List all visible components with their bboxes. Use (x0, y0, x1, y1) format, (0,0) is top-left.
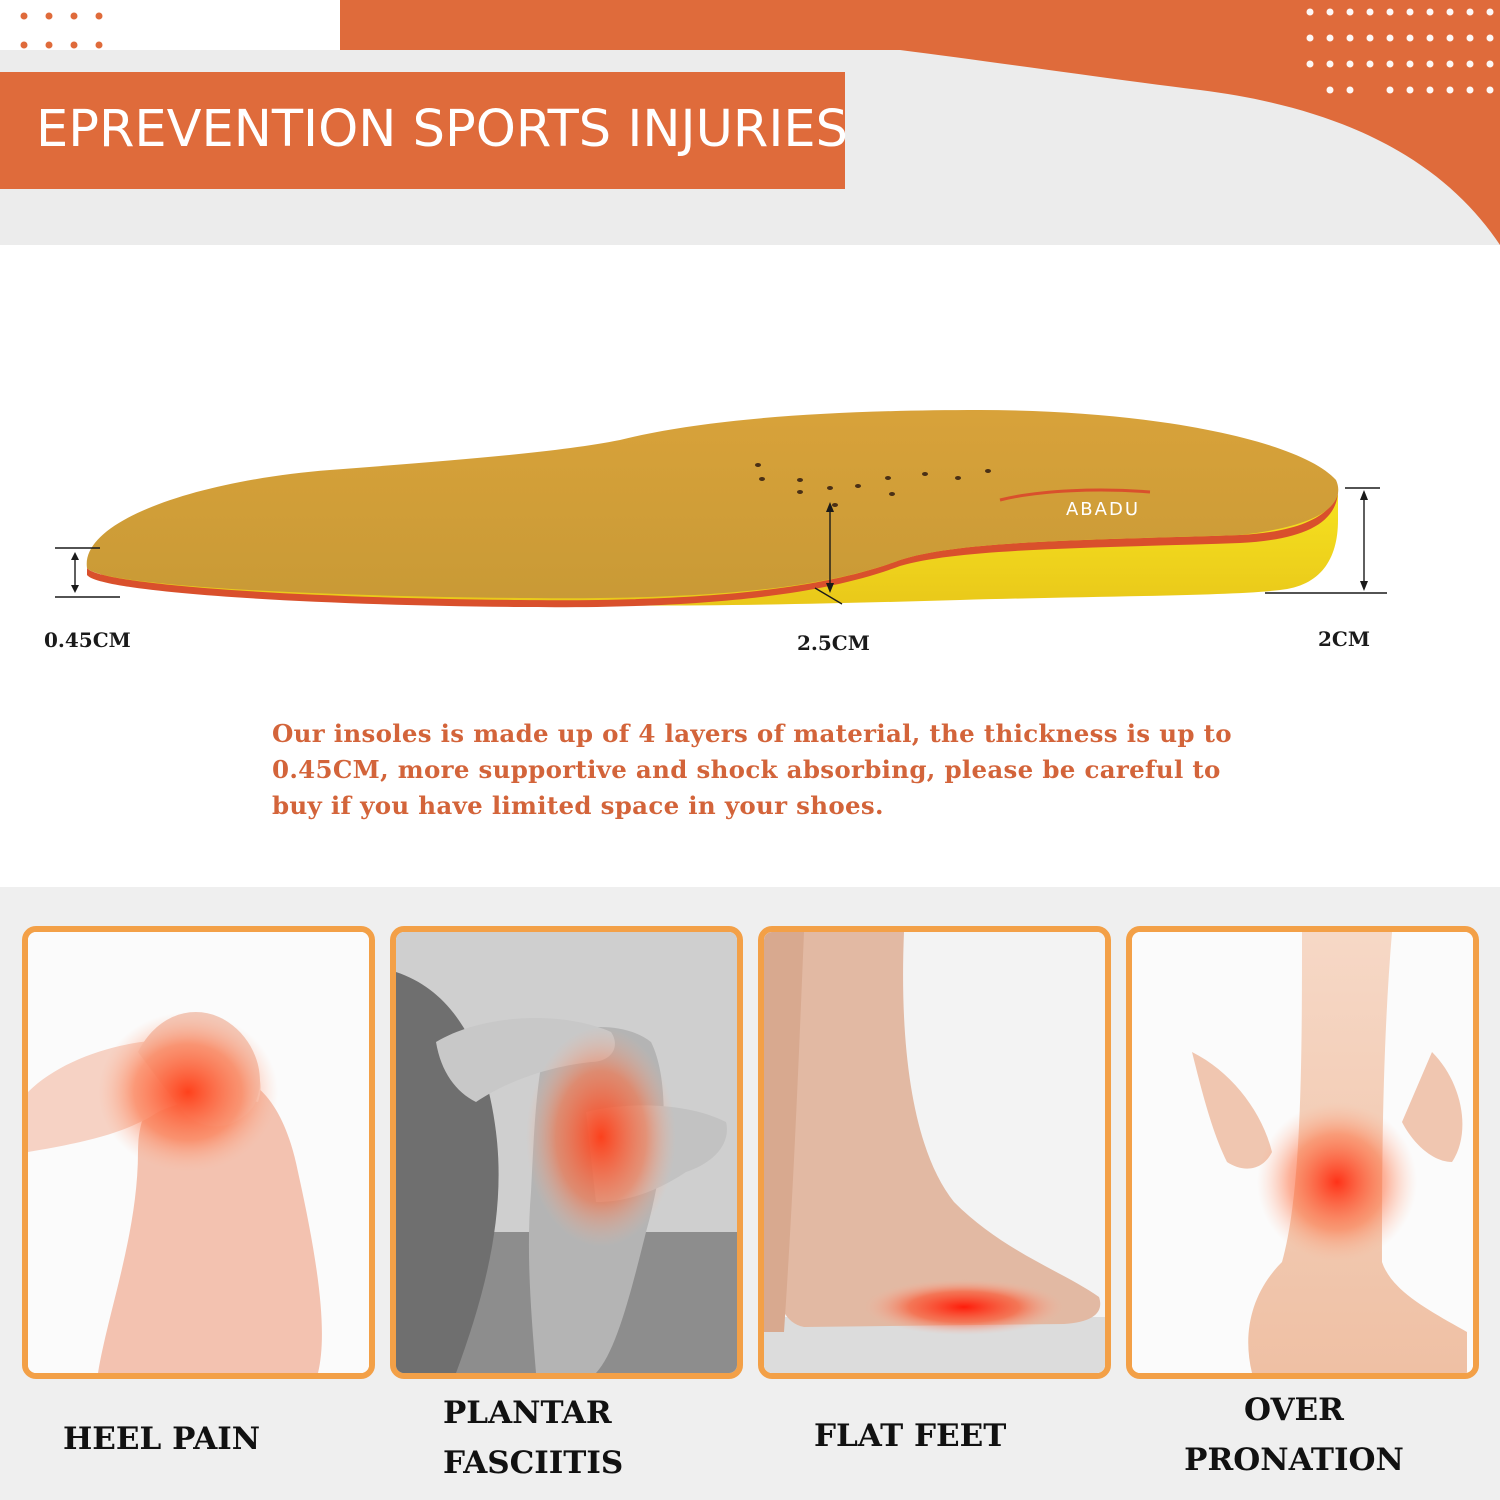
flat-feet-illustration (764, 932, 1105, 1373)
header-swoosh-decoration (900, 50, 1500, 245)
title-banner (0, 72, 845, 189)
insole-brand-logo: ABADU (1030, 499, 1140, 525)
condition-card-over-pronation (1126, 926, 1479, 1379)
toe-thickness-label: 0.45CM (44, 628, 131, 652)
condition-label-flat-feet: FLAT FEET (814, 1418, 1007, 1454)
page-title: EPREVENTION SPORTS INJURIES (36, 100, 848, 159)
condition-card-heel-pain (22, 926, 375, 1379)
over-pronation-illustration (1132, 932, 1473, 1373)
condition-label-plantar-fasciitis: PLANTAR FASCIITIS (443, 1388, 623, 1488)
heel-pain-illustration (28, 932, 369, 1373)
pronation-label-line1: OVER (1244, 1392, 1344, 1428)
plantar-label-line2: FASCIITIS (443, 1445, 624, 1481)
pronation-label-line2: PRONATION (1184, 1442, 1404, 1478)
insole-product-image (0, 245, 1500, 669)
plantar-fasciitis-illustration (396, 932, 737, 1373)
arch-height-label: 2.5CM (797, 631, 870, 655)
plantar-label-line1: PLANTAR (443, 1395, 612, 1431)
condition-label-over-pronation: OVER PRONATION (1183, 1385, 1405, 1485)
dot-pattern-left (18, 12, 128, 52)
condition-card-plantar-fasciitis (390, 926, 743, 1379)
brand-logo-text: ABADU (1065, 499, 1140, 520)
condition-card-flat-feet (758, 926, 1111, 1379)
header-top-strip (340, 0, 1500, 50)
product-description: Our insoles is made up of 4 layers of ma… (272, 719, 1232, 820)
dot-pattern-right (1300, 4, 1500, 99)
heel-height-label: 2CM (1318, 627, 1370, 651)
condition-label-heel-pain: HEEL PAIN (63, 1421, 261, 1457)
